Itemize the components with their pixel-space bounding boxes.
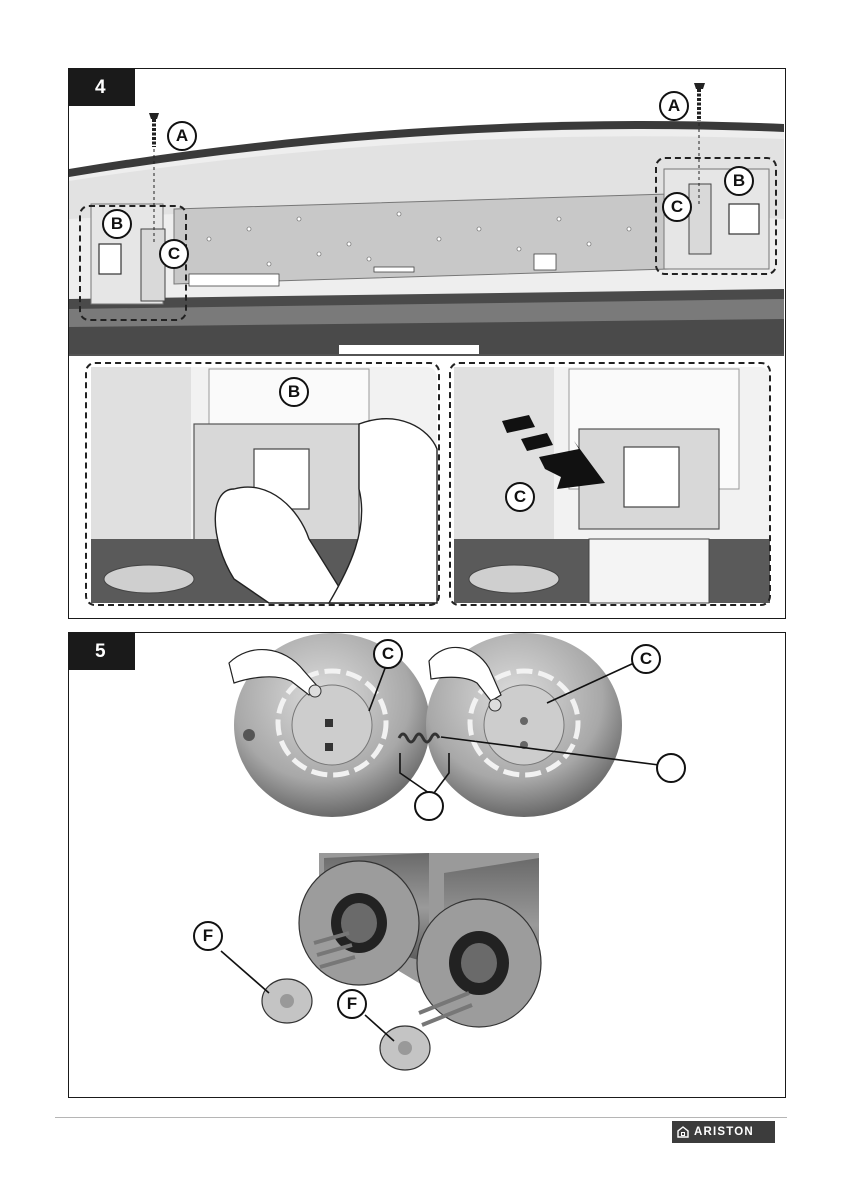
callout-c-detail: C xyxy=(505,482,535,512)
callout-c-left: C xyxy=(159,239,189,269)
house-icon xyxy=(677,1126,689,1138)
callout-c-left: C xyxy=(373,639,403,669)
callout-a-left: A xyxy=(167,121,197,151)
callout-f-left: F xyxy=(193,921,223,951)
callout-c-right: C xyxy=(631,644,661,674)
callout-a-right: A xyxy=(659,91,689,121)
step-4-panel: 4 A A B C B C B C xyxy=(68,68,786,619)
step-5-illustration xyxy=(69,633,784,1096)
detail-frame-c xyxy=(449,362,771,606)
step-5-panel: 5 C C F F xyxy=(68,632,786,1098)
callout-f-right: F xyxy=(337,989,367,1019)
step-number-badge: 4 xyxy=(69,69,135,106)
detail-frame-b xyxy=(85,362,440,606)
brand-name: ARISTON xyxy=(694,1126,754,1138)
footer-divider xyxy=(55,1117,787,1118)
callout-b-right: B xyxy=(724,166,754,196)
callout-blank-right xyxy=(656,753,686,783)
step-number-badge: 5 xyxy=(69,633,135,670)
callout-b-left: B xyxy=(102,209,132,239)
callout-c-right: C xyxy=(662,192,692,222)
brand-logo: ARISTON xyxy=(672,1121,775,1143)
callout-blank-bottom xyxy=(414,791,444,821)
callout-b-detail: B xyxy=(279,377,309,407)
